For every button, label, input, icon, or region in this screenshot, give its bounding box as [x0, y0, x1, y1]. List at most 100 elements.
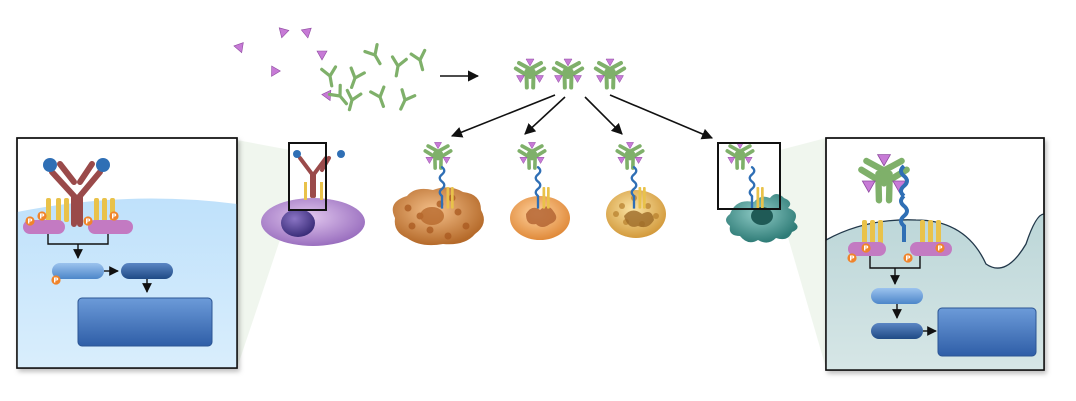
complex-antibody-arm [517, 149, 537, 170]
complex-antigen [525, 58, 535, 67]
zoom-wedge-right [780, 138, 826, 368]
complex-antibody-arm [423, 149, 443, 170]
itam-bar [304, 182, 307, 200]
eosinophil-immune-complex [615, 142, 645, 170]
zoom-box-dendritic [717, 142, 781, 210]
eosinophil-nucleus [624, 210, 654, 228]
itam-bar [320, 182, 323, 200]
mast-cell-nucleus [281, 209, 315, 237]
left-ige-receptor [43, 158, 115, 227]
eosinophil-granule [619, 203, 625, 209]
phospho-label: P [849, 255, 854, 263]
complex-antigen [727, 157, 736, 165]
phospho-label: P [53, 277, 58, 285]
phospho-label: P [39, 213, 44, 221]
antigen-triangle [316, 50, 328, 61]
itam-bar [936, 220, 941, 244]
basophil-granule [462, 222, 470, 230]
antibody [409, 48, 427, 72]
receptor-stalk [899, 194, 909, 242]
neutrophil-immune-complex [517, 142, 547, 170]
complex-antigen [596, 75, 605, 84]
dendritic-fc-receptor [748, 166, 764, 209]
phospho-label: P [111, 213, 116, 221]
complex-antigen [442, 157, 451, 165]
itam-bar [928, 220, 933, 244]
antibody-shape [409, 48, 427, 72]
phospho-circle [37, 211, 47, 221]
antibody-shape [327, 83, 349, 106]
arrow-to-cell-1 [450, 94, 556, 138]
phospho-marker: P [861, 243, 871, 253]
antibody [349, 66, 366, 89]
phospho-circle [903, 253, 913, 263]
antigen-triangle [278, 27, 290, 39]
ige-cap [96, 158, 110, 172]
itam-bar [638, 187, 642, 209]
itam-bar [542, 187, 546, 209]
phospho-marker: P [935, 243, 945, 253]
dendritic-cell-nucleus [751, 207, 773, 225]
antibody-shape [320, 65, 338, 88]
complex-antigen [876, 154, 892, 167]
ige-antibody [298, 156, 328, 198]
eosinophil [606, 142, 666, 238]
itam-bar [46, 198, 51, 222]
immune-complex-2 [551, 58, 585, 90]
immune-complexes [513, 58, 627, 90]
right-effector-box [937, 307, 1037, 357]
arrow-to-cell-3 [584, 96, 623, 135]
phospho-marker: P [51, 275, 61, 285]
antibody-shape [390, 55, 408, 78]
right-converge-arrow [869, 256, 921, 284]
zoom-box-mast [288, 142, 327, 211]
receptor-chain [748, 166, 756, 198]
phospho-circle [83, 216, 93, 226]
phospho-marker: P [109, 211, 119, 221]
antibody-shape [399, 88, 417, 111]
basophil [392, 142, 484, 246]
left-kinase-2 [88, 220, 133, 234]
basophil-granule [408, 222, 416, 230]
complex-antigen [573, 75, 582, 84]
complex-antigen [434, 142, 442, 150]
free-antibodies [320, 42, 427, 112]
phospho-label: P [27, 218, 32, 226]
itam-bar [643, 187, 646, 209]
phospho-label: P [85, 218, 90, 226]
right-fc-receptor [862, 164, 941, 244]
complex-antibody-arm [615, 149, 635, 170]
dendritic-cell [717, 142, 798, 243]
complex-antibody [423, 149, 443, 170]
itam-bar [761, 187, 764, 209]
itam-bar [756, 187, 760, 209]
antigen-triangle [233, 42, 244, 54]
left-converge-arrow [47, 234, 109, 258]
left-signal-pill-1 [52, 263, 104, 279]
antibody [390, 55, 408, 78]
complex-antibody [725, 149, 745, 170]
itam-bar [94, 198, 99, 222]
immune-complex-3 [593, 58, 627, 90]
complex-antigen [605, 58, 615, 67]
antibody-shape [345, 88, 363, 112]
complex-antibody-arm [551, 66, 574, 90]
phospho-label: P [937, 245, 942, 253]
complex-antibody-arm [513, 66, 536, 90]
arrow-to-cell-2 [524, 96, 566, 135]
left-panel-border [16, 137, 238, 369]
phospho-circle [109, 211, 119, 221]
mast-cell [261, 142, 365, 246]
complex-antibody [593, 66, 616, 90]
basophil-immune-complex [423, 142, 453, 170]
phospho-label: P [905, 255, 910, 263]
antibody [363, 42, 382, 66]
phospho-marker: P [25, 216, 35, 226]
complex-antigen [425, 157, 434, 165]
basophil-fc-receptor [438, 166, 454, 209]
phospho-marker: P [847, 253, 857, 263]
dendritic-immune-complex [725, 142, 755, 170]
complex-antibody [615, 149, 635, 170]
neutrophil [510, 142, 570, 240]
